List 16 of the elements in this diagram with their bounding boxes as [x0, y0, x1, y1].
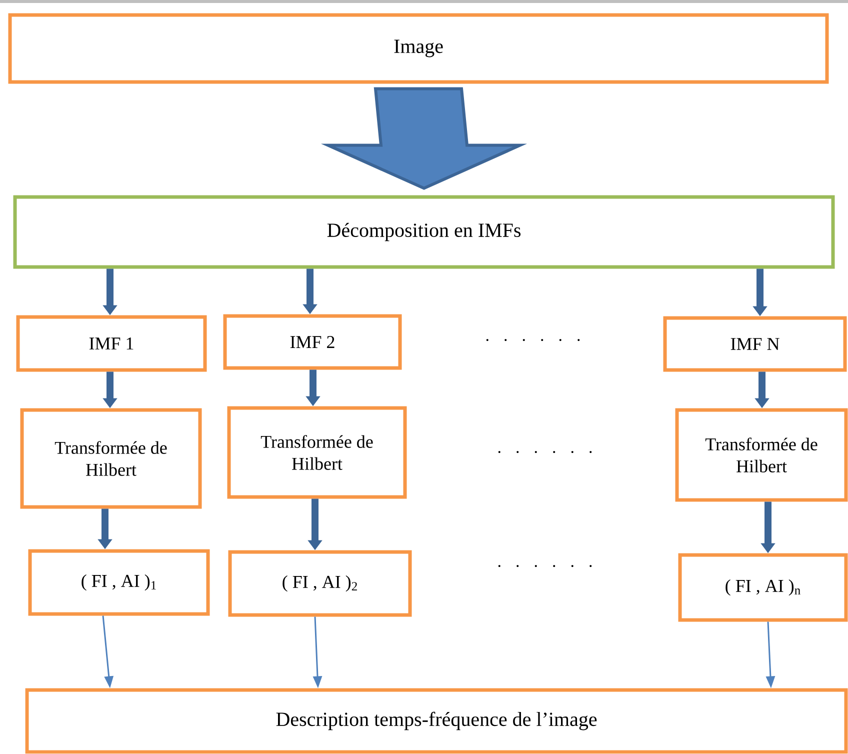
- block-arrow: [320, 87, 528, 190]
- process-box: ( FI , AI )$_{1}$: [28, 549, 210, 616]
- ellipsis-dots: . . . . . .: [486, 338, 580, 341]
- ellipsis-dots: . . . . . .: [498, 564, 592, 567]
- process-box: Transformée de Hilbert: [675, 408, 848, 502]
- process-box: Transformée de Hilbert: [227, 406, 407, 499]
- process-box: Image: [8, 13, 829, 84]
- process-box: IMF 2: [223, 314, 402, 370]
- ellipsis-dots: . . . . . .: [498, 450, 592, 453]
- process-box: ( FI , AI )$_{n}$: [678, 553, 848, 622]
- process-box: IMF 1: [16, 315, 207, 372]
- process-box: Transformée de Hilbert: [20, 408, 202, 509]
- process-box: IMF N: [663, 316, 847, 372]
- process-box: ( FI , AI )$_{2}$: [228, 550, 412, 617]
- process-box: Description temps-fréquence de l’image: [25, 688, 848, 754]
- process-box: Décomposition en IMFs: [13, 195, 835, 269]
